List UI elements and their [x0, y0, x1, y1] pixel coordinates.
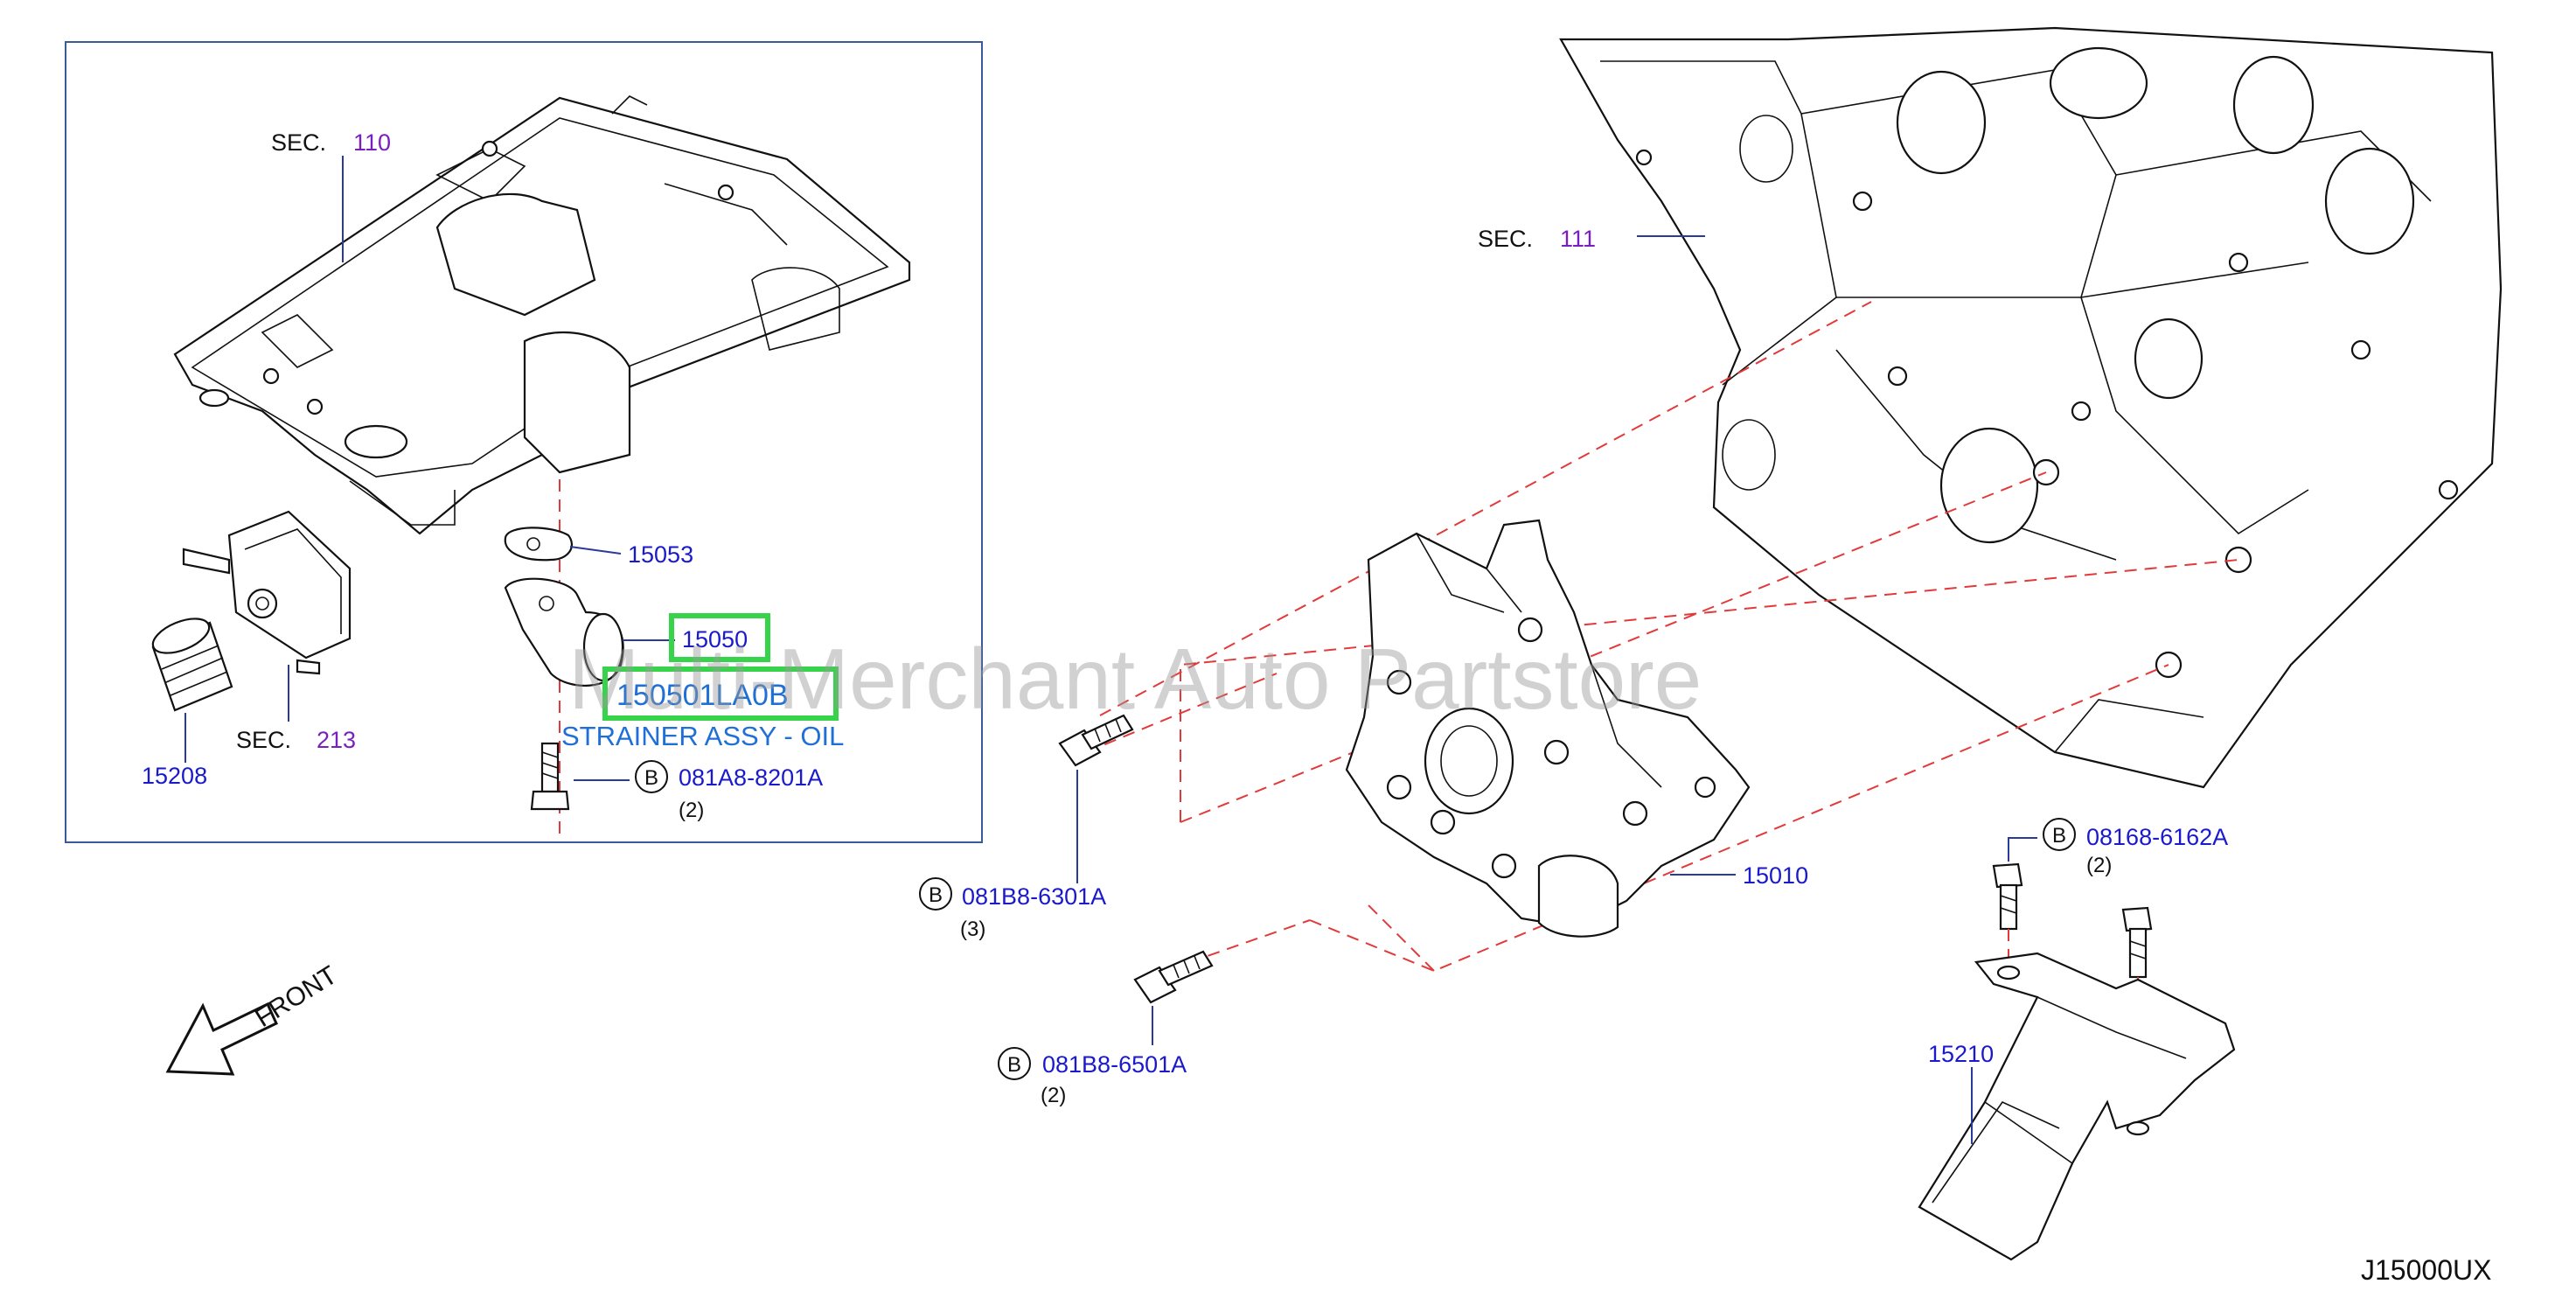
p15208-label: 15208	[142, 763, 207, 789]
p15053-label: 15053	[628, 541, 693, 568]
watermark: Multi-Merchant Auto Partstore	[568, 631, 1702, 727]
bolt-08168-leader	[2008, 837, 2037, 862]
bolt-081B8-6501A-badge: B	[1007, 1053, 1021, 1077]
bolt-081B8-6301A-drawing	[1058, 714, 1134, 767]
bracket-15210-drawing	[1918, 952, 2236, 1261]
bolt-081A8-badge-circle	[635, 760, 668, 793]
strainer-15050-drawing	[504, 577, 624, 687]
bolt-081B8-6501A-drawing	[1133, 950, 1214, 1004]
bolt-081B8-6301A-code: 081B8-6301A	[962, 883, 1106, 910]
p15210-label: 15210	[1928, 1041, 1994, 1067]
bolt-08168-drawing	[1992, 862, 2153, 979]
sec111-label: SEC.	[1478, 226, 1533, 252]
bolt-081A8-drawing	[530, 742, 570, 811]
sec110-number: 110	[353, 129, 391, 156]
bolt-081B8-6301A-badge-circle	[919, 877, 952, 911]
bolt-081B8-6301A-qty: (3)	[960, 918, 985, 941]
p150501LA0B-highlight	[602, 666, 839, 721]
p15050-highlight	[669, 613, 770, 662]
strainer-description: STRAINER ASSY - OIL	[561, 721, 844, 751]
bolt-081A8-qty: (2)	[679, 799, 704, 822]
front-label: FRONT	[250, 960, 342, 1033]
sec111-number: 111	[1560, 226, 1596, 252]
p150501LA0B-label: 150501LA0B	[616, 679, 789, 712]
oil-cooler-drawing	[182, 510, 352, 675]
gasket-15053-drawing	[504, 527, 573, 562]
bolt-08168-badge: B	[2052, 824, 2066, 848]
sec110-label: SEC.	[271, 129, 326, 156]
bolt-081B8-6501A-badge-circle	[998, 1047, 1031, 1080]
bolt-081B8-6301A-badge: B	[929, 883, 943, 907]
bolt-08168-badge-circle	[2043, 818, 2076, 851]
diagram-id: J15000UX	[2361, 1254, 2491, 1286]
inset-frame	[65, 41, 983, 843]
bolt-08168-qty: (2)	[2086, 854, 2112, 877]
p15010-label: 15010	[1743, 862, 1808, 889]
oil-filter-15208-drawing	[151, 618, 233, 712]
bolt-081A8-badge: B	[644, 766, 658, 790]
p15050-label: 15050	[682, 626, 748, 652]
bolt-081B8-6501A-qty: (2)	[1041, 1084, 1066, 1107]
bolt-081A8-code: 081A8-8201A	[679, 764, 823, 791]
sec213-label: SEC.	[236, 727, 291, 753]
p15053-leader	[569, 546, 622, 555]
oil-pump-15010-drawing	[1345, 519, 1751, 938]
bolt-081B8-6501A-code: 081B8-6501A	[1042, 1051, 1187, 1078]
front-arrow-icon	[165, 1001, 278, 1076]
oil-pan-upper-drawing	[173, 95, 911, 535]
bolt-08168-code: 08168-6162A	[2086, 824, 2228, 850]
engine-block-drawing	[1559, 26, 2503, 789]
sec213-number: 213	[317, 727, 356, 753]
